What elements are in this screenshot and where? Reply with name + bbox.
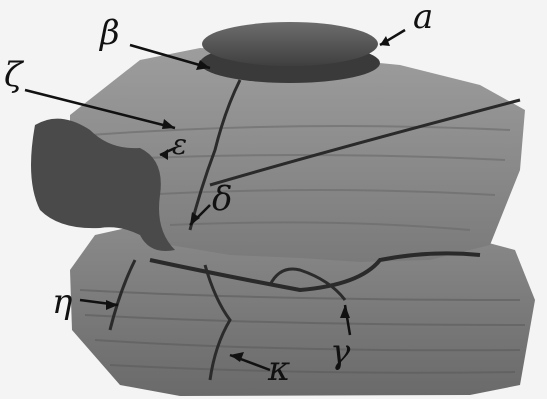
- label-alpha: a: [413, 0, 433, 34]
- label-beta: β: [100, 16, 120, 50]
- label-delta: δ: [212, 182, 232, 216]
- label-zeta: ζ: [4, 58, 22, 92]
- label-gamma: γ: [330, 335, 350, 369]
- label-epsilon: ε: [172, 131, 187, 159]
- disk-top: [202, 22, 378, 66]
- label-kappa: κ: [268, 352, 290, 386]
- label-eta: η: [52, 285, 72, 319]
